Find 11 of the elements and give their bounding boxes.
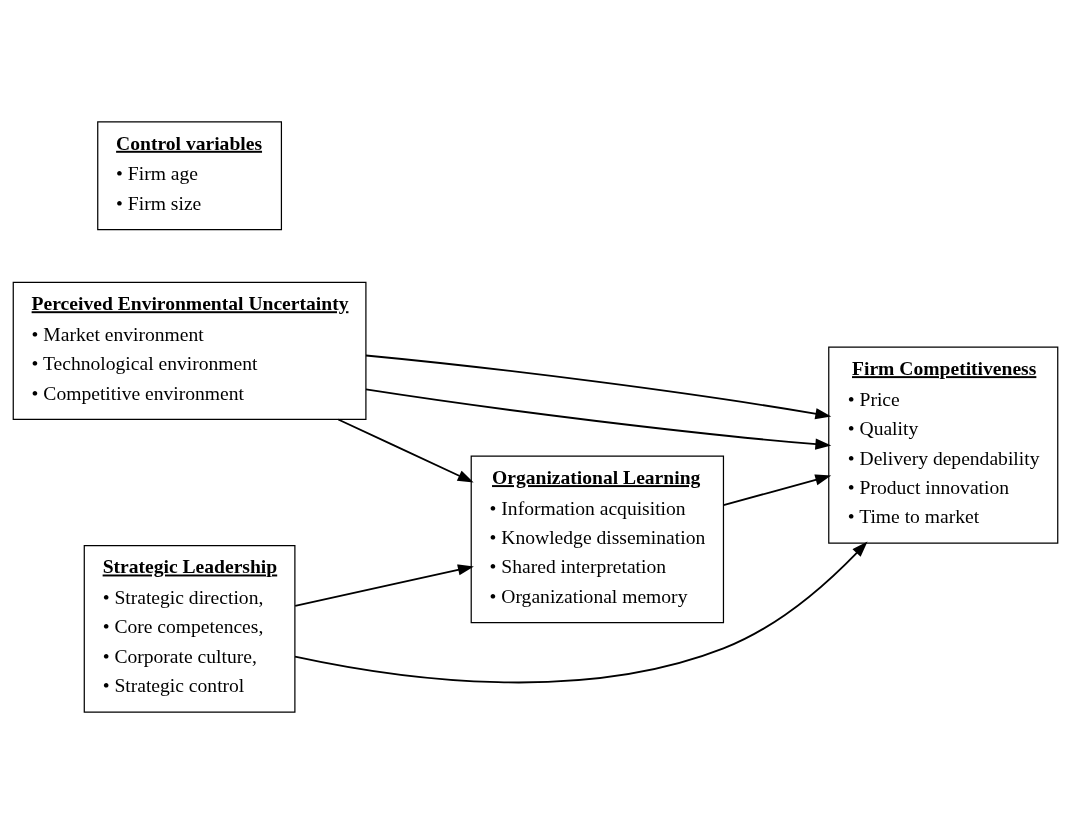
arrow (365, 354, 832, 420)
node-box: Firm Competitiveness • Price • Quality • Delivery dependability • Product innovation • Time to market (828, 346, 1059, 544)
node-box: Strategic Leadership • Strategic direction, • Core competences, • Corporate culture, • Strategic control (83, 544, 296, 713)
arrow (294, 564, 474, 607)
arrow (722, 474, 832, 507)
node-box: Organizational Learning • Information acquisition • Knowledge dissemination • Shared interpretation • Organizational memory (470, 455, 725, 624)
arrow (337, 418, 474, 483)
arrow (294, 541, 868, 684)
arrow (365, 388, 832, 450)
node-box: Control variables • Firm age • Firm size (97, 121, 283, 231)
node-box: Perceived Environmental Uncertainty • Market environment • Technological environment • Competitive environment (12, 281, 367, 421)
